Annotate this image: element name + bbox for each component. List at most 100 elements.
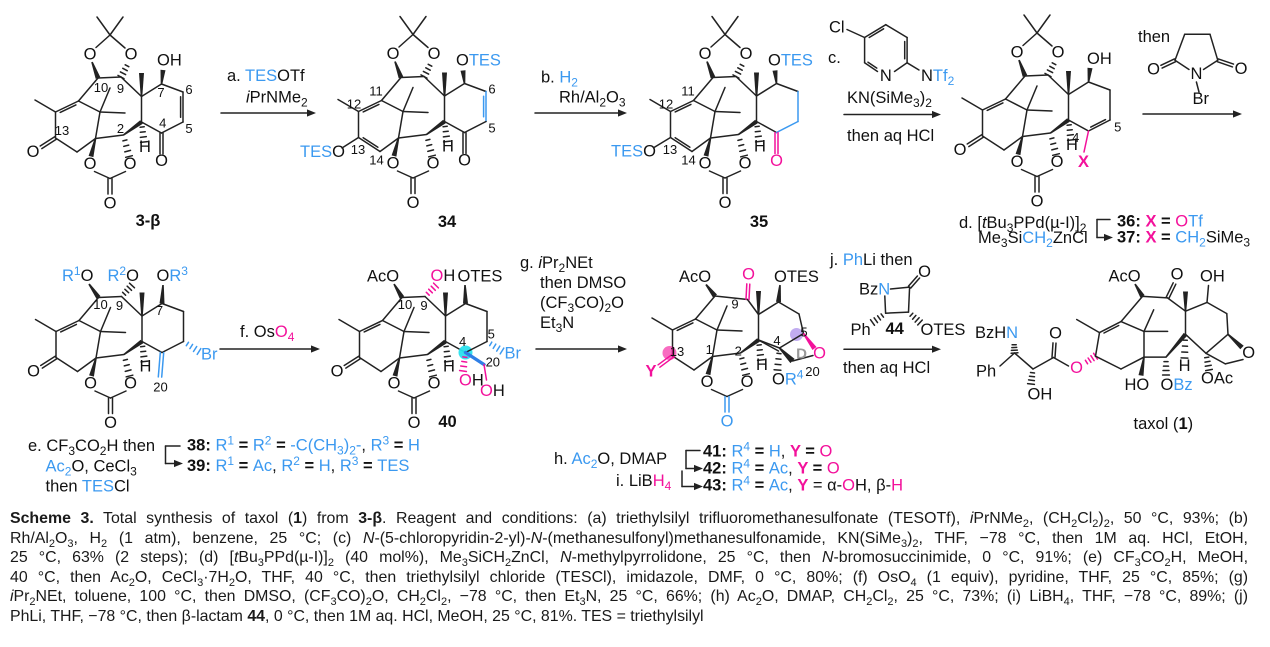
svg-text:11: 11 xyxy=(369,84,383,99)
svg-text:OH: OH xyxy=(1200,268,1225,286)
svg-text:20: 20 xyxy=(486,355,500,370)
svg-text:O: O xyxy=(84,375,97,393)
svg-text:OH: OH xyxy=(1087,50,1112,68)
svg-text:R2O: R2O xyxy=(108,264,140,285)
svg-text:O: O xyxy=(104,195,117,213)
svg-text:O: O xyxy=(1052,44,1065,62)
svg-text:Br: Br xyxy=(1193,90,1210,108)
svg-text:O: O xyxy=(428,45,441,63)
svg-text:Br: Br xyxy=(505,345,522,363)
svg-text:O: O xyxy=(1051,153,1064,171)
svg-text:42: R4 = Ac, Y = O: 42: R4 = Ac, Y = O xyxy=(703,457,840,478)
svg-text:6: 6 xyxy=(488,82,495,97)
svg-text:11: 11 xyxy=(681,84,695,99)
svg-text:O: O xyxy=(84,46,97,64)
svg-text:43: R4 = Ac, Y = α-OH, β-H: 43: R4 = Ac, Y = α-OH, β-H xyxy=(703,474,903,495)
svg-text:Ph: Ph xyxy=(976,363,996,381)
svg-text:44: 44 xyxy=(886,320,905,338)
svg-text:O: O xyxy=(813,345,826,363)
svg-text:40: 40 xyxy=(438,413,456,431)
svg-text:OH: OH xyxy=(480,382,505,400)
svg-text:O: O xyxy=(699,45,712,63)
svg-text:N: N xyxy=(1190,65,1202,83)
svg-text:O: O xyxy=(27,143,40,161)
svg-text:OTES: OTES xyxy=(768,52,813,70)
svg-text:13: 13 xyxy=(670,344,684,359)
svg-text:Me3SiCH2ZnCl: Me3SiCH2ZnCl xyxy=(978,229,1088,250)
svg-text:i. LiBH4: i. LiBH4 xyxy=(616,472,672,493)
svg-text:O: O xyxy=(1011,44,1024,62)
svg-text:g. iPr2NEt: g. iPr2NEt xyxy=(520,254,593,275)
svg-text:e. CF3CO2H then: e. CF3CO2H then xyxy=(28,437,155,458)
svg-text:(CF3CO)2O: (CF3CO)2O xyxy=(540,294,624,315)
svg-text:O: O xyxy=(1049,325,1062,343)
svg-text:O: O xyxy=(407,194,420,212)
svg-text:O: O xyxy=(1171,266,1184,284)
svg-text:7: 7 xyxy=(156,303,163,318)
svg-text:OTES: OTES xyxy=(458,268,503,286)
svg-text:10: 10 xyxy=(94,80,108,95)
svg-text:34: 34 xyxy=(438,213,457,231)
svg-text:O: O xyxy=(699,155,712,173)
svg-text:10: 10 xyxy=(93,297,107,312)
svg-text:Rh/Al2O3: Rh/Al2O3 xyxy=(559,89,626,110)
svg-text:O: O xyxy=(719,194,732,212)
svg-text:KN(SiMe3)2: KN(SiMe3)2 xyxy=(847,89,932,110)
svg-text:then TESCl: then TESCl xyxy=(46,478,130,496)
svg-text:9: 9 xyxy=(116,298,123,313)
svg-text:O: O xyxy=(1011,153,1024,171)
svg-text:then aq HCl: then aq HCl xyxy=(843,359,930,377)
svg-text:12: 12 xyxy=(659,97,673,112)
svg-text:OTES: OTES xyxy=(456,52,501,70)
svg-text:O: O xyxy=(125,46,138,64)
svg-text:13: 13 xyxy=(351,142,365,157)
svg-text:NTf2: NTf2 xyxy=(921,67,955,88)
svg-text:5: 5 xyxy=(185,121,192,136)
svg-text:OH: OH xyxy=(1028,386,1053,404)
svg-text:13: 13 xyxy=(663,142,677,157)
svg-text:H: H xyxy=(442,138,454,156)
svg-text:OH: OH xyxy=(431,267,456,285)
svg-text:13: 13 xyxy=(55,123,69,138)
svg-text:iPrNMe2: iPrNMe2 xyxy=(246,89,308,110)
svg-text:O: O xyxy=(331,363,344,381)
svg-text:2: 2 xyxy=(735,343,742,358)
svg-text:O: O xyxy=(1070,359,1083,377)
svg-text:O: O xyxy=(1242,344,1255,362)
svg-text:O: O xyxy=(84,155,97,173)
svg-text:X: X xyxy=(1078,153,1089,171)
svg-text:9: 9 xyxy=(117,81,124,96)
svg-text:14: 14 xyxy=(369,153,383,168)
svg-text:9: 9 xyxy=(420,298,427,313)
svg-text:4: 4 xyxy=(459,334,466,349)
svg-text:O: O xyxy=(770,152,783,170)
svg-text:then DMSO: then DMSO xyxy=(540,274,626,292)
svg-text:O: O xyxy=(742,266,755,284)
svg-text:Y: Y xyxy=(645,363,656,381)
svg-text:OR3: OR3 xyxy=(157,264,189,285)
svg-text:O: O xyxy=(388,375,401,393)
svg-text:20: 20 xyxy=(153,380,167,395)
svg-text:Ph: Ph xyxy=(851,321,871,339)
svg-text:H: H xyxy=(754,138,766,156)
svg-text:6: 6 xyxy=(185,82,192,97)
svg-text:H: H xyxy=(140,358,152,376)
svg-text:OH: OH xyxy=(157,52,182,70)
svg-text:BzN: BzN xyxy=(859,281,890,299)
svg-text:O: O xyxy=(124,375,137,393)
svg-text:f. OsO4: f. OsO4 xyxy=(240,323,295,344)
svg-text:OTES: OTES xyxy=(921,321,966,339)
svg-text:R1O: R1O xyxy=(62,264,94,285)
svg-text:N: N xyxy=(880,67,892,85)
svg-text:O: O xyxy=(155,152,168,170)
svg-text:O: O xyxy=(1235,60,1248,78)
svg-text:5: 5 xyxy=(800,325,807,340)
svg-text:b. H2: b. H2 xyxy=(541,69,578,90)
svg-text:O: O xyxy=(427,155,440,173)
svg-text:O: O xyxy=(458,152,471,170)
svg-text:O: O xyxy=(124,155,137,173)
svg-text:O: O xyxy=(721,413,734,431)
svg-text:O: O xyxy=(387,45,400,63)
svg-text:OR4: OR4 xyxy=(772,368,804,389)
svg-text:5: 5 xyxy=(488,326,495,341)
